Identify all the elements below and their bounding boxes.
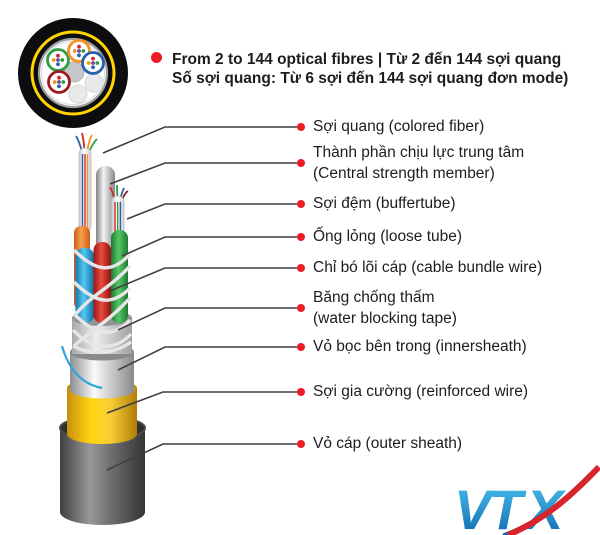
label-marker-dots [297, 123, 305, 448]
label-central-strength-member: Thành phần chịu lực trung tâm (Central s… [313, 142, 524, 184]
cable-cross-section [18, 18, 128, 128]
header-bullet-icon [151, 52, 162, 63]
label-text: Thành phần chịu lực trung tâm [313, 144, 525, 161]
label-cable-bundle-wire: Chỉ bó lõi cáp (cable bundle wire) [313, 258, 542, 277]
cable-bundle-wires [71, 248, 133, 355]
label-text: Sợi đệm (buffertube) [313, 195, 456, 212]
label-reinforced-wire: Sợi gia cường (reinforced wire) [313, 382, 528, 401]
logo-vt-text: VT [454, 478, 527, 535]
label-text: Vỏ cáp (outer sheath) [313, 435, 463, 452]
cross-section-tube-maroon [47, 70, 71, 94]
label-text: (water blocking tape) [313, 310, 457, 327]
label-inner-sheath: Vỏ bọc bên trong (innersheath) [313, 337, 527, 356]
cross-section-tube-green [46, 48, 70, 72]
label-text: Sợi quang (colored fiber) [313, 118, 485, 135]
leader-lines [102, 126, 297, 471]
vtx-logo: VT X [454, 464, 600, 535]
label-text: Sợi gia cường (reinforced wire) [313, 383, 529, 400]
buffer-tube-left [75, 132, 98, 233]
label-text: (Central strength member) [313, 165, 495, 182]
header-text: From 2 to 144 optical fibres | Từ 2 đến … [172, 50, 592, 88]
label-water-blocking-tape: Băng chống thấm (water blocking tape) [313, 287, 457, 329]
cable-cutaway-illustration [59, 132, 146, 525]
label-loose-tube: Ống lỏng (loose tube) [313, 227, 462, 246]
cross-section-yellow-ring [30, 30, 116, 116]
label-colored-fiber: Sợi quang (colored fiber) [313, 117, 484, 136]
header-line2: Số sợi quang: Từ 6 sợi đến 144 sợi quang… [172, 70, 569, 87]
label-text: Băng chống thấm [313, 289, 435, 306]
label-outer-sheath: Vỏ cáp (outer sheath) [313, 434, 462, 453]
cross-section-filler [68, 84, 88, 104]
header-line1: From 2 to 144 optical fibres | Từ 2 đến … [172, 51, 562, 68]
cross-section-tube-blue [81, 51, 105, 75]
label-text: Ống lỏng (loose tube) [313, 228, 463, 245]
logo-red-swoosh [506, 464, 600, 535]
loose-tube-red [93, 242, 111, 323]
label-text: Vỏ bọc bên trong (innersheath) [313, 338, 527, 355]
cross-section-filler [84, 73, 104, 93]
loose-tube-cyan [75, 248, 94, 323]
label-text: Chỉ bó lõi cáp (cable bundle wire) [313, 259, 543, 276]
label-buffer-tube: Sợi đệm (buffertube) [313, 194, 456, 213]
stray-blue-fiber [60, 345, 103, 390]
